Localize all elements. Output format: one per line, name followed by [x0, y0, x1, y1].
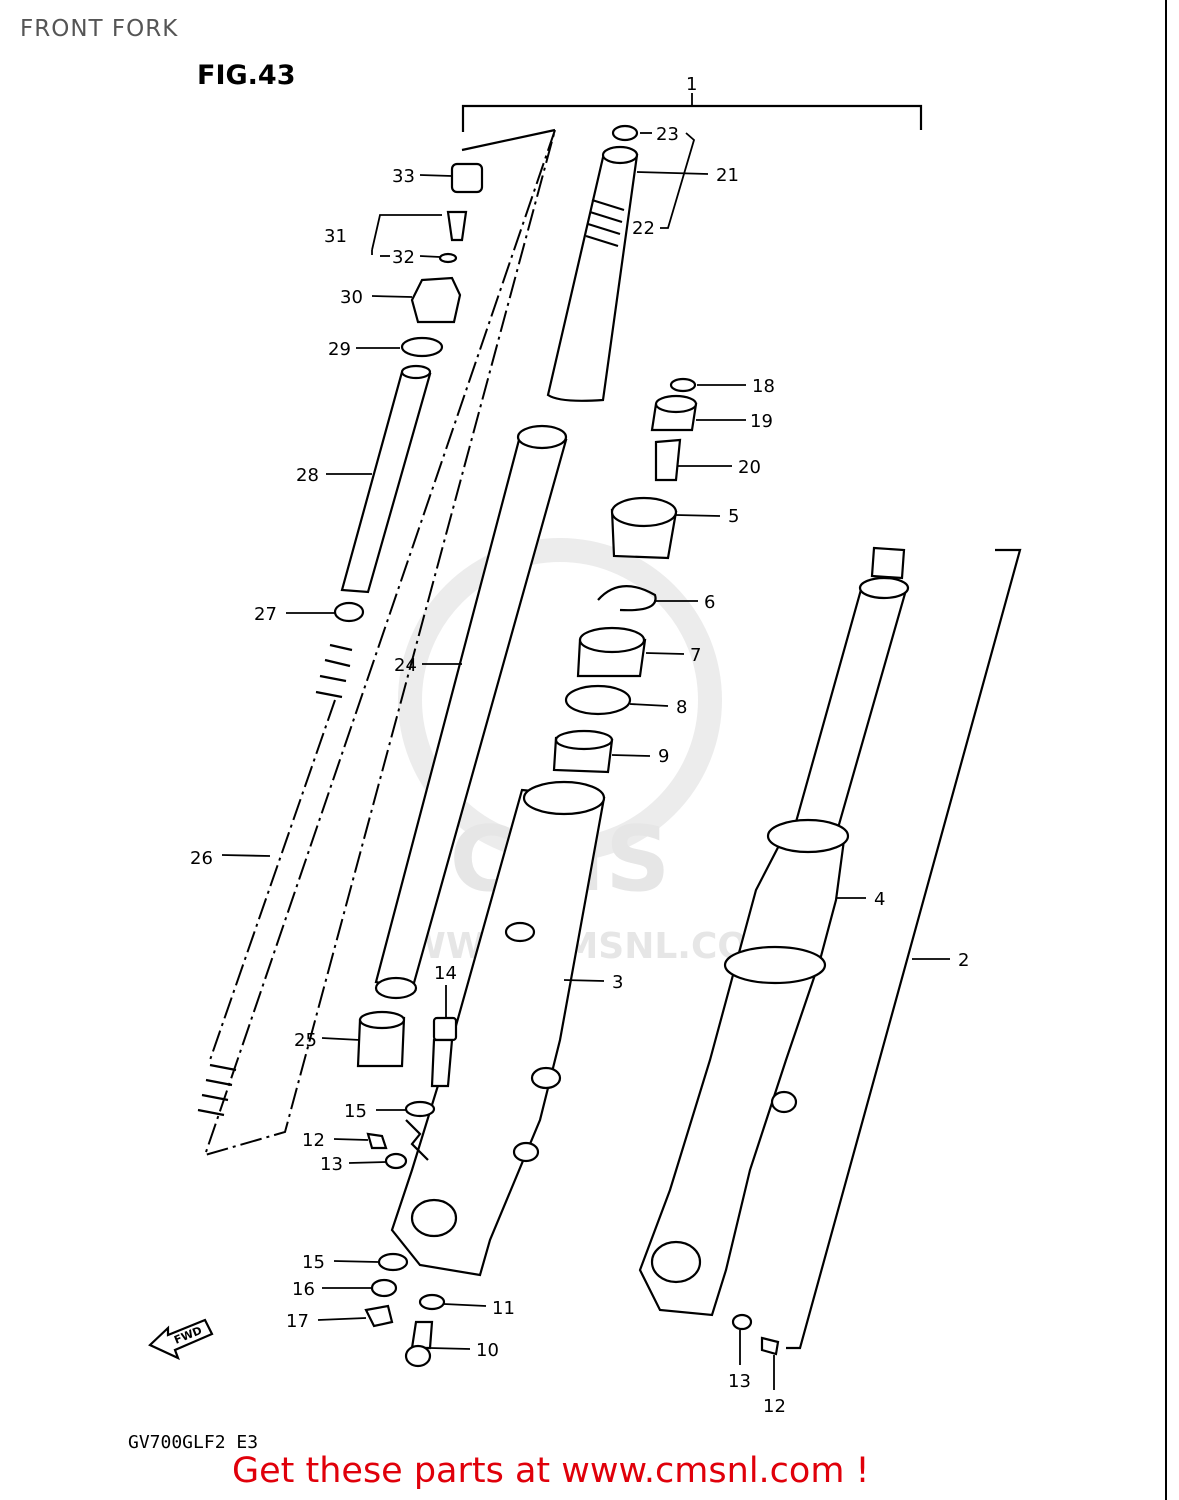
- callout-12-right: 12: [763, 1396, 786, 1417]
- callout-10: 10: [476, 1340, 499, 1361]
- callout-6: 6: [704, 592, 715, 613]
- part-23-seal: [611, 124, 639, 142]
- part-12-screw: [366, 1132, 388, 1150]
- callout-23: 23: [656, 124, 679, 145]
- watermark: CMS WWW.CMSNL.COM: [398, 538, 784, 967]
- callout-15-lower: 15: [302, 1252, 325, 1273]
- part-12-screw-right: [760, 1336, 780, 1356]
- part-2-top: [870, 546, 906, 580]
- callout-labels: 1 2 3 4 5 6 7 8 9 10 11 12 12 13 13 14 1…: [190, 74, 969, 1417]
- part-8-washer: [564, 684, 632, 716]
- fwd-arrow-icon: FWD: [148, 1318, 214, 1361]
- part-26-spring-top: [315, 643, 353, 699]
- part-3-outer-tube: [390, 788, 606, 1277]
- model-code: GV700GLF2 E3: [128, 1432, 259, 1453]
- part-27-seat: [333, 601, 365, 623]
- part-31-screw: [446, 210, 468, 242]
- callout-15-upper: 15: [344, 1101, 367, 1122]
- part-2-bracket: [786, 548, 1022, 1350]
- part-4-tube: [794, 584, 908, 830]
- callout-19: 19: [750, 411, 773, 432]
- part-15-washer: [404, 1100, 436, 1118]
- callout-5: 5: [728, 506, 739, 527]
- callout-13-left: 13: [320, 1154, 343, 1175]
- callout-25: 25: [294, 1030, 317, 1051]
- callout-2: 2: [958, 950, 969, 971]
- callout-8: 8: [676, 697, 687, 718]
- callout-18: 18: [752, 376, 775, 397]
- callout-12-left: 12: [302, 1130, 325, 1151]
- callout-26: 26: [190, 848, 213, 869]
- callout-3: 3: [612, 972, 623, 993]
- part-14-bolt: [432, 1016, 458, 1042]
- part-20-piece: [654, 438, 682, 482]
- part-30-bolt: [410, 276, 462, 324]
- callout-28: 28: [296, 465, 319, 486]
- part-15-washer-lower: [377, 1252, 409, 1272]
- callout-27: 27: [254, 604, 277, 625]
- part-6-clip: [597, 585, 657, 612]
- part-18-ring: [669, 377, 697, 393]
- page-header: FRONT FORK: [20, 16, 179, 42]
- part-13-washer-right: [731, 1313, 753, 1331]
- callout-31: 31: [324, 226, 347, 247]
- callout-9: 9: [658, 746, 669, 767]
- callout-1: 1: [686, 74, 697, 95]
- part-10-bolt: [410, 1320, 434, 1350]
- callout-7: 7: [690, 645, 701, 666]
- part-13-washer: [384, 1152, 408, 1170]
- callout-30: 30: [340, 287, 363, 308]
- callout-17: 17: [286, 1311, 309, 1332]
- callout-20: 20: [738, 457, 761, 478]
- part-33-cap: [450, 162, 484, 194]
- callout-24: 24: [394, 655, 417, 676]
- assembly-bracket: [461, 104, 923, 132]
- part-26-spring-line: [209, 699, 336, 1061]
- promo-banner[interactable]: Get these parts at www.cmsnl.com !: [232, 1451, 870, 1491]
- part-21-damper-rod: [546, 151, 639, 402]
- callout-32: 32: [392, 247, 415, 268]
- figure-label: FIG.43: [197, 60, 296, 91]
- part-28-spacer: [340, 370, 432, 594]
- part-29-oring: [400, 336, 444, 358]
- leader-lines: [221, 132, 950, 1390]
- part-16-washer: [370, 1278, 398, 1298]
- callout-13-right: 13: [728, 1371, 751, 1392]
- page-border: [1165, 0, 1167, 1500]
- callout-14: 14: [434, 963, 457, 984]
- part-11-washer: [418, 1293, 446, 1311]
- callout-22: 22: [632, 218, 655, 239]
- callout-33: 33: [392, 166, 415, 187]
- part-17-nut: [364, 1304, 394, 1328]
- watermark-url: WWW.CMSNL.COM: [406, 926, 784, 967]
- part-32-oring: [438, 252, 458, 264]
- callout-29: 29: [328, 339, 351, 360]
- callout-16: 16: [292, 1279, 315, 1300]
- callout-4: 4: [874, 889, 885, 910]
- callout-11: 11: [492, 1298, 515, 1319]
- callout-21: 21: [716, 165, 739, 186]
